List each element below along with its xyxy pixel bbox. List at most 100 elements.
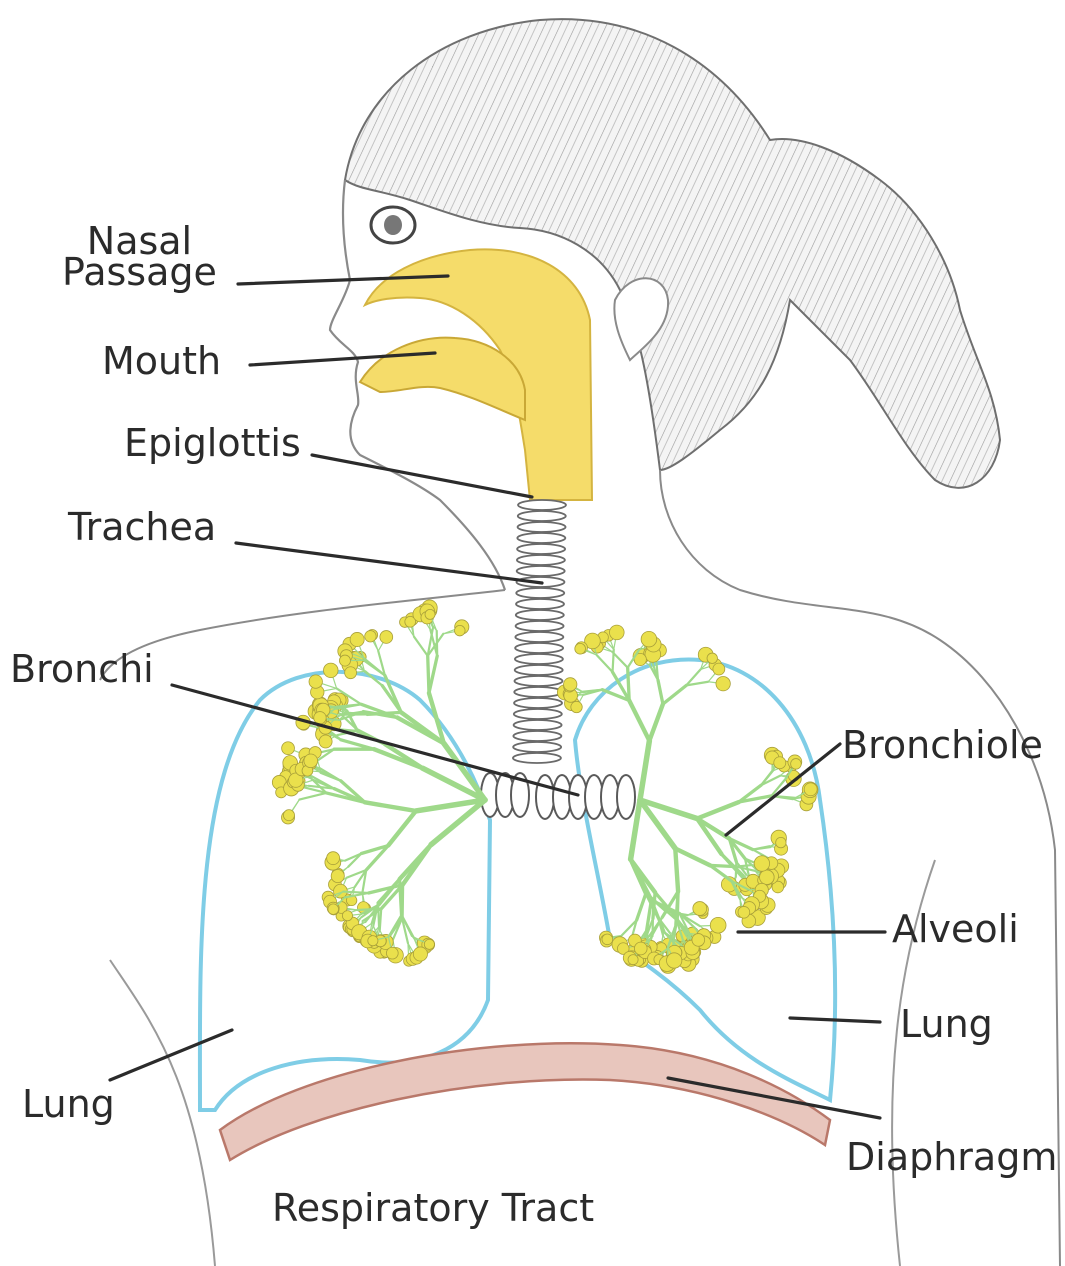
- alveolus: [314, 712, 326, 724]
- alveolus: [693, 902, 707, 916]
- alveolus: [339, 655, 350, 666]
- alveolus: [328, 904, 339, 915]
- alveolus: [776, 837, 786, 847]
- alveolus: [283, 810, 294, 821]
- bronchi-ring: [617, 775, 635, 819]
- trachea-ring: [517, 544, 565, 554]
- alveolus: [386, 947, 398, 959]
- alveolus: [380, 631, 393, 644]
- label-epiglottis: Epiglottis: [124, 424, 301, 462]
- bronchiole-branch: [653, 892, 655, 918]
- trachea-ring: [514, 698, 562, 708]
- trachea-ring: [518, 511, 566, 521]
- bronchiole-branch: [736, 862, 737, 877]
- label-mouth: Mouth: [102, 342, 221, 380]
- alveolus: [692, 934, 705, 947]
- label-alveoli: Alveoli: [892, 910, 1019, 948]
- leader-trachea: [236, 543, 542, 583]
- trachea-ring: [517, 533, 565, 543]
- label-trachea: Trachea: [68, 508, 216, 546]
- alveolus: [424, 939, 434, 949]
- bronchiole-branch: [414, 637, 428, 656]
- trachea-ring: [518, 522, 566, 532]
- alveolus: [368, 936, 378, 946]
- alveolus: [571, 701, 582, 712]
- alveolus: [564, 678, 577, 691]
- trachea-ring: [516, 610, 564, 620]
- bronchiole-branch: [400, 879, 402, 915]
- trachea-ring: [514, 709, 562, 719]
- trachea-ring: [516, 621, 564, 631]
- label-nasal-passage: Nasal Passage: [62, 226, 217, 288]
- alveolus: [760, 870, 775, 885]
- trachea-ring: [514, 687, 562, 697]
- bronchiole-branch: [675, 849, 678, 892]
- pupil: [384, 215, 402, 235]
- bronchiole-branch: [429, 656, 437, 693]
- bronchiole-branch: [613, 649, 614, 672]
- alveolus: [327, 852, 340, 865]
- bronchiole-branch: [597, 655, 613, 672]
- alveolus: [738, 906, 750, 918]
- alveolus: [602, 934, 613, 945]
- label-bronchiole: Bronchiole: [842, 726, 1043, 764]
- trachea-ring: [513, 731, 561, 741]
- bronchiole-branch: [736, 865, 752, 867]
- alveolus: [710, 917, 726, 933]
- alveolus: [634, 942, 647, 955]
- trachea-ring: [514, 676, 562, 686]
- alveolus: [350, 632, 364, 646]
- alveolus: [754, 856, 769, 871]
- trachea-ring: [517, 566, 565, 576]
- alveolus: [628, 955, 638, 965]
- leader-epiglottis: [312, 455, 532, 497]
- label-lung-left: Lung: [22, 1085, 115, 1123]
- trachea-ring: [515, 665, 563, 675]
- alveolus: [455, 625, 466, 636]
- label-diaphragm: Diaphragm: [846, 1138, 1057, 1176]
- alveolus: [413, 947, 427, 961]
- shoulder-left: [100, 590, 505, 680]
- alveolus: [774, 757, 786, 769]
- trachea-ring: [513, 742, 561, 752]
- alveolus: [324, 663, 339, 678]
- alveolus: [282, 742, 295, 755]
- alveolus: [791, 759, 802, 770]
- alveolus: [667, 953, 682, 968]
- bronchi-rings: [481, 773, 635, 819]
- alveolus: [309, 675, 322, 688]
- label-nasal-passage-line2: Passage: [62, 250, 217, 294]
- label-bronchi: Bronchi: [10, 650, 154, 688]
- trachea-ring: [515, 654, 563, 664]
- alveolus: [713, 663, 725, 675]
- alveolus: [345, 667, 357, 679]
- label-lung-right: Lung: [900, 1005, 993, 1043]
- alveolus: [331, 869, 344, 882]
- alveolus: [575, 643, 586, 654]
- alveolus: [304, 754, 318, 768]
- trachea-ring: [518, 500, 566, 510]
- trachea-rings: [513, 500, 566, 763]
- trachea-ring: [516, 599, 564, 609]
- alveolus: [716, 676, 730, 690]
- alveolus: [319, 735, 332, 748]
- trachea-ring: [515, 632, 563, 642]
- trachea-ring: [513, 753, 561, 763]
- bronchi-ring: [536, 775, 554, 819]
- diagram-caption: Respiratory Tract: [272, 1186, 594, 1230]
- lung-right-outline: [575, 660, 835, 1100]
- trachea-ring: [517, 555, 565, 565]
- trachea-ring: [515, 643, 563, 653]
- alveolus: [641, 631, 657, 647]
- alveolus: [609, 625, 624, 640]
- alveolus: [342, 911, 352, 921]
- alveolus: [425, 609, 435, 619]
- alveolus: [804, 783, 817, 796]
- alveolus: [365, 631, 376, 642]
- trachea-ring: [514, 720, 562, 730]
- bronchiole-branch: [676, 892, 678, 925]
- alveolus: [707, 653, 717, 663]
- trachea-ring: [516, 588, 564, 598]
